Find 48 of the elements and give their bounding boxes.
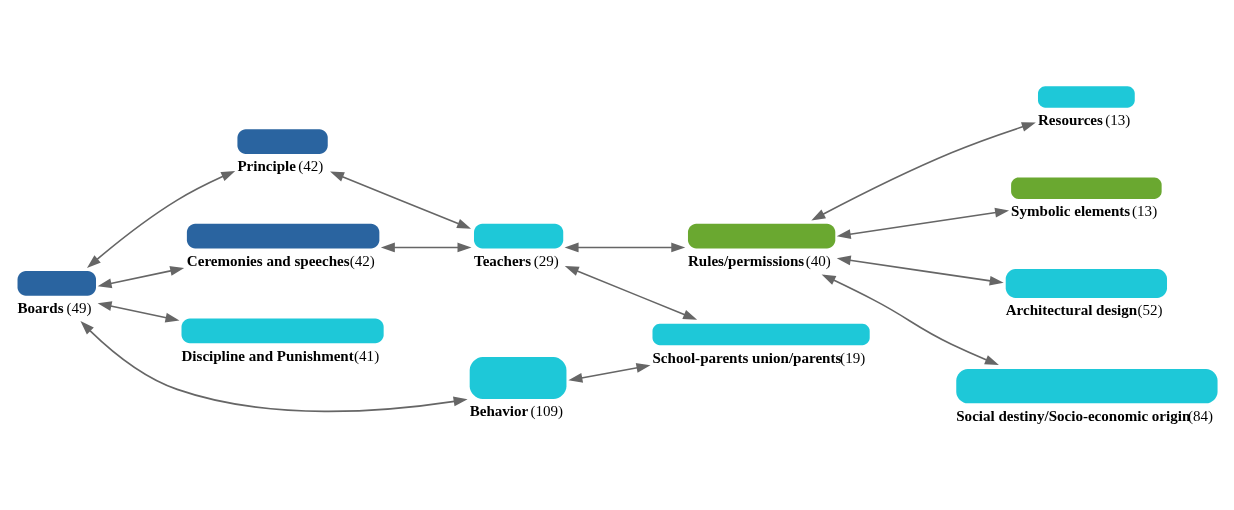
node-label: Architectural design bbox=[1005, 301, 1138, 318]
arrow bbox=[380, 242, 472, 252]
node-label: Symbolic elements bbox=[1011, 202, 1131, 219]
node-label: (29) bbox=[533, 252, 559, 269]
node-label: Social destiny/Socio-economic origin bbox=[956, 407, 1191, 424]
node-label: Principle bbox=[237, 157, 296, 174]
node-box bbox=[652, 323, 870, 345]
node-box bbox=[186, 223, 380, 248]
node-label: Discipline and Punishment bbox=[181, 347, 354, 364]
node-label: (42) bbox=[349, 252, 375, 269]
node-label: Resources bbox=[1037, 111, 1103, 128]
node-label: (42) bbox=[298, 157, 324, 174]
arrow bbox=[86, 170, 236, 268]
node-box bbox=[17, 270, 96, 296]
arrow bbox=[97, 300, 180, 322]
node-label: (13) bbox=[1132, 202, 1158, 219]
arrow bbox=[811, 121, 1036, 220]
node-box bbox=[956, 368, 1218, 403]
arrow bbox=[330, 171, 472, 229]
arrow bbox=[564, 265, 698, 320]
node-label: (49) bbox=[66, 299, 92, 316]
arrow bbox=[821, 273, 999, 365]
arrow bbox=[97, 265, 185, 288]
node-label: Behavior bbox=[469, 402, 529, 419]
node-box bbox=[1005, 268, 1167, 298]
node-label: Boards bbox=[17, 299, 64, 316]
node-label: (109) bbox=[530, 402, 564, 419]
node-label: (52) bbox=[1137, 301, 1163, 318]
node-label: (40) bbox=[805, 252, 831, 269]
arrow bbox=[836, 207, 1010, 239]
node-box bbox=[469, 356, 567, 399]
arrow bbox=[80, 320, 468, 412]
arrow bbox=[568, 362, 651, 383]
node-label: Teachers bbox=[473, 252, 532, 269]
node-label: School-parents union/parents bbox=[652, 349, 842, 366]
arrow bbox=[564, 242, 686, 252]
node-label: (13) bbox=[1105, 111, 1131, 128]
node-box bbox=[237, 128, 328, 154]
node-label: (19) bbox=[840, 349, 866, 366]
node-box bbox=[474, 223, 564, 248]
node-box bbox=[687, 223, 836, 248]
arrow bbox=[836, 255, 1004, 286]
node-box bbox=[181, 317, 384, 343]
node-box bbox=[1038, 85, 1135, 108]
node-label: Ceremonies and speeches bbox=[186, 252, 350, 269]
node-box bbox=[1011, 177, 1162, 199]
node-label: (41) bbox=[354, 347, 380, 364]
node-label: Rules/permissions bbox=[687, 252, 805, 269]
